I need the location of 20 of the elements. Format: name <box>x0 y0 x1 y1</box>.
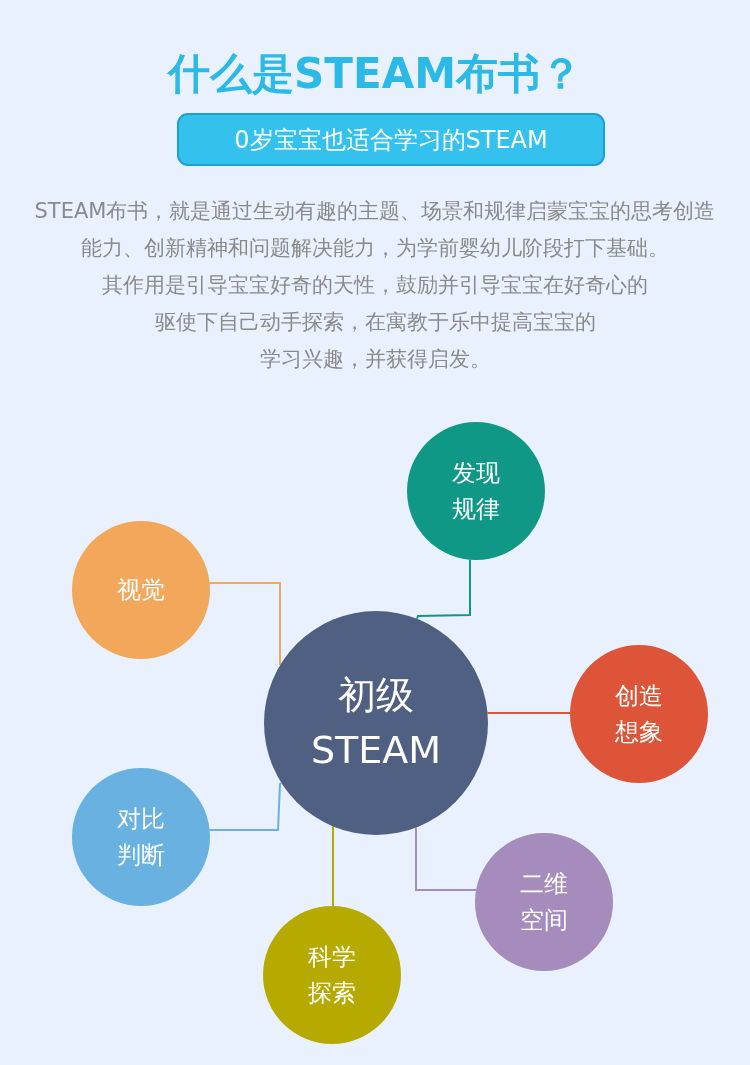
connector-line <box>332 825 334 907</box>
description-text: STEAM布书，就是通过生动有趣的主题、场景和规律启蒙宝宝的思考创造能力、创新精神和问题解决能力，为学前婴幼儿阶段打下基础。 <box>33 198 717 262</box>
topic-label: 发现规律 <box>451 458 501 525</box>
banner <box>177 113 605 166</box>
connector-line <box>415 558 471 620</box>
description-text: 驱使下自己动手探索，在寓教于乐中提高宝宝的 <box>153 309 597 336</box>
topic-label: 二维空间 <box>519 869 569 936</box>
title: 什么是STEAM布书？ <box>166 48 583 100</box>
center-label: 初级 STEAM <box>309 671 443 774</box>
topic-label: 创造想象 <box>614 681 664 748</box>
connector-line <box>208 582 281 667</box>
connector-line <box>486 712 571 714</box>
description-text: 其作用是引导宝宝好奇的天性，鼓励并引导宝宝在好奇心的 <box>101 272 649 299</box>
topic-label: 科学探索 <box>307 942 357 1009</box>
description-text: 学习兴趣，并获得启发。 <box>258 346 492 373</box>
banner-text: 0岁宝宝也适合学习的STEAM <box>234 124 548 156</box>
topic-label: 对比判断 <box>116 804 166 871</box>
connector-line <box>415 826 478 891</box>
topic-label: 视觉 <box>117 575 165 606</box>
connector-line <box>208 782 283 831</box>
